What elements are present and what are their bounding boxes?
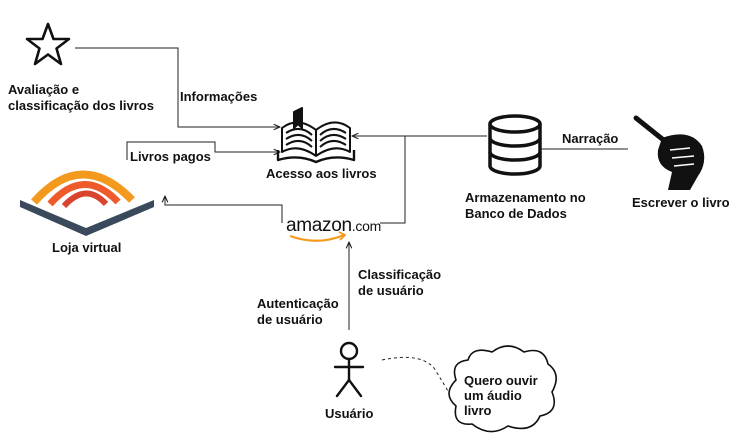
pen-fist-icon bbox=[633, 115, 705, 190]
writer-label: Escrever o livro bbox=[632, 195, 730, 210]
store-label: Loja virtual bbox=[52, 240, 122, 255]
store-logo-icon bbox=[20, 170, 154, 236]
amazon-logo: amazon.com bbox=[286, 215, 381, 242]
user-label: Usuário bbox=[325, 406, 374, 421]
edge-livros-pagos bbox=[126, 141, 280, 160]
thought-connector bbox=[381, 356, 453, 399]
stick-figure-icon bbox=[333, 341, 365, 398]
edge-informacoes bbox=[75, 47, 280, 127]
edge-amazon-to-store bbox=[165, 196, 283, 223]
star-icon bbox=[25, 22, 71, 66]
edge-label-autenticacao: Autenticação de usuário bbox=[257, 296, 339, 327]
thought-cloud bbox=[448, 345, 557, 433]
database-label: Armazenamento no Banco de Dados bbox=[465, 190, 586, 221]
access-label: Acesso aos livros bbox=[266, 166, 377, 181]
edge-label-informacoes: Informações bbox=[180, 89, 258, 104]
rating-label: Avaliação e classificação dos livros bbox=[8, 82, 154, 113]
open-book-icon bbox=[276, 107, 356, 164]
edge-label-livros-pagos: Livros pagos bbox=[130, 149, 211, 164]
edge-label-classificacao: Classificação de usuário bbox=[358, 267, 442, 298]
database-icon bbox=[488, 114, 542, 176]
edge-label-narracao: Narração bbox=[562, 131, 619, 146]
svg-text:amazon.com: amazon.com bbox=[286, 215, 381, 236]
thought-label: Quero ouvir um áudio livro bbox=[464, 373, 538, 418]
edge-amazon-to-access bbox=[380, 136, 406, 224]
